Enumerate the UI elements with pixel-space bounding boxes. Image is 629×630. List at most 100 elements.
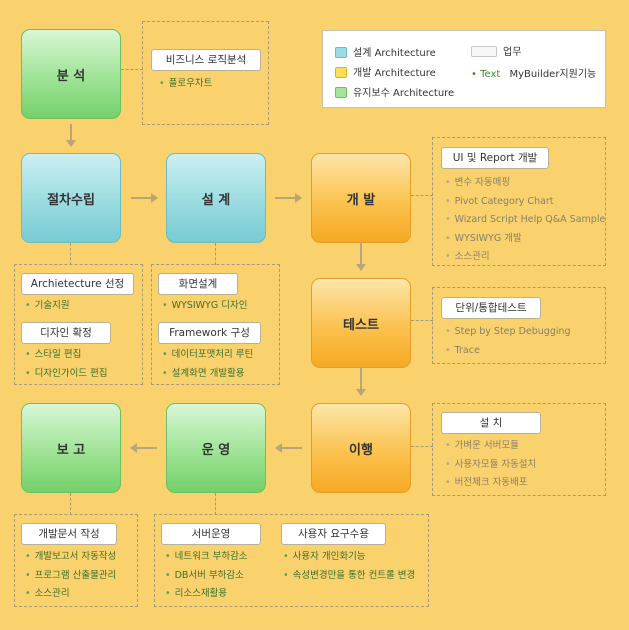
bullet-icon: • — [283, 551, 289, 562]
analysis-label: 분 석 — [56, 68, 86, 84]
report-panel: 개발문서 작성 •개발보고서 자동작성 •프로그램 산출물관리 •소스관리 — [14, 514, 138, 607]
item-text: 변수 자동매핑 — [454, 177, 511, 188]
design-box: 설 계 — [166, 153, 266, 243]
list-item: •속성변경만을 통한 컨트롤 변경 — [283, 567, 415, 586]
test-items: •Step by Step Debugging •Trace — [445, 323, 571, 360]
design-label: 설 계 — [201, 192, 231, 208]
legend-design: 설계 Architecture — [335, 44, 436, 59]
design-panel-title-1: 화면설계 — [158, 273, 238, 295]
legend-dev: 개발 Architecture — [335, 64, 436, 79]
design-connector — [215, 243, 216, 265]
bullet-icon: • — [165, 569, 171, 581]
report-panel-title: 개발문서 작성 — [21, 523, 117, 545]
develop-label: 개 발 — [346, 192, 376, 208]
list-item: •Pivot Category Chart — [445, 193, 605, 212]
test-panel: 단위/통합테스트 •Step by Step Debugging •Trace — [432, 287, 606, 364]
list-item: •Wizard Script Help Q&A Sample — [445, 211, 605, 230]
item-text: 설계화면 개발활용 — [171, 367, 245, 379]
bullet-icon: • — [25, 569, 31, 581]
bullet-icon: • — [445, 195, 451, 207]
item-text: 네트워크 부하감소 — [174, 551, 248, 562]
design-items-1: •WYSIWYG 디자인 — [162, 297, 247, 316]
legend-text-word: Text — [480, 69, 501, 80]
bullet-icon: • — [445, 477, 451, 488]
arrow-left-migration — [275, 443, 302, 453]
test-label: 테스트 — [343, 317, 379, 333]
migration-box: 이행 — [311, 403, 411, 493]
list-item: •Step by Step Debugging — [445, 323, 571, 342]
bullet-icon: • — [25, 349, 31, 360]
item-text: 데이터포맷처리 루틴 — [171, 349, 254, 360]
operation-panel-title-1: 서버운영 — [161, 523, 261, 545]
report-items: •개발보고서 자동작성 •프로그램 산출물관리 •소스관리 — [25, 548, 116, 604]
list-item: •변수 자동매핑 — [445, 174, 605, 193]
list-item: •DB서버 부하감소 — [165, 567, 248, 586]
design-panel-title-2: Framework 구성 — [158, 322, 261, 344]
develop-panel-title: UI 및 Report 개발 — [441, 147, 549, 169]
operation-items-1: •네트워크 부하감소 •DB서버 부하감소 •리소스재활용 — [165, 548, 248, 604]
list-item: •리소스재활용 — [165, 585, 248, 604]
operation-connector — [215, 493, 216, 515]
legend-mybuilder: • Text MyBuilder지원기능 — [471, 65, 596, 80]
list-item: •사용자 개인화기능 — [283, 548, 415, 567]
dev-swatch — [335, 67, 347, 78]
list-item: •사용자모듈 자동설치 — [445, 456, 536, 475]
procedure-panel-title-2: 디자인 확정 — [21, 322, 111, 344]
analysis-panel-title: 비즈니스 로직분석 — [151, 49, 261, 71]
analysis-panel: 비즈니스 로직분석 •플로우차트 — [142, 21, 269, 125]
test-box: 테스트 — [311, 278, 411, 368]
legend-maint: 유지보수 Architecture — [335, 84, 454, 99]
legend: 설계 Architecture 개발 Architecture 유지보수 Arc… — [322, 30, 606, 108]
list-item: •WYSIWYG 개발 — [445, 230, 605, 249]
legend-task: 업무 — [471, 43, 521, 58]
item-text: 플로우차트 — [168, 78, 213, 89]
bullet-icon: • — [445, 326, 451, 337]
design-panel: 화면설계 •WYSIWYG 디자인 Framework 구성 •데이터포맷처리 … — [151, 264, 280, 385]
item-text: 사용자모듈 자동설치 — [454, 458, 537, 470]
item-text: 스타일 편집 — [34, 349, 82, 360]
arrow-left-operation — [130, 443, 157, 453]
legend-text-sample: • Text — [471, 69, 500, 80]
item-text: Step by Step Debugging — [454, 326, 571, 337]
report-connector — [70, 493, 71, 515]
develop-connector — [411, 195, 433, 196]
bullet-icon: • — [445, 251, 451, 262]
bullet-icon: • — [445, 214, 451, 225]
item-text: DB서버 부하감소 — [174, 569, 244, 581]
bullet-icon: • — [445, 440, 451, 451]
bullet-icon: • — [162, 349, 168, 360]
analysis-box: 분 석 — [21, 29, 121, 119]
legend-task-label: 업무 — [503, 47, 522, 58]
operation-panel: 서버운영 •네트워크 부하감소 •DB서버 부하감소 •리소스재활용 사용자 요… — [154, 514, 429, 607]
list-item: •네트워크 부하감소 — [165, 548, 248, 567]
procedure-panel-title-1: Archietecture 선정 — [21, 273, 134, 295]
legend-bullet: • — [471, 69, 477, 80]
arrow-right-design — [275, 193, 302, 203]
list-item: •Trace — [445, 342, 571, 361]
procedure-label: 절차수립 — [47, 192, 95, 208]
design-items-2: •데이터포맷처리 루틴 •설계화면 개발활용 — [162, 346, 253, 383]
migration-items: •가벼운 서버모듈 •사용자모듈 자동설치 •버전체크 자동배포 — [445, 437, 536, 493]
design-swatch — [335, 47, 347, 58]
list-item: •데이터포맷처리 루틴 — [162, 346, 253, 365]
item-text: 리소스재활용 — [174, 588, 228, 599]
operation-panel-title-2: 사용자 요구수용 — [281, 523, 386, 545]
test-connector — [411, 320, 433, 321]
procedure-items-1: •기술지원 — [25, 297, 70, 316]
item-text: Pivot Category Chart — [454, 195, 554, 207]
legend-maint-label: 유지보수 Architecture — [353, 88, 455, 99]
bullet-icon: • — [165, 588, 171, 599]
operation-box: 운 영 — [166, 403, 266, 493]
item-text: WYSIWYG 개발 — [454, 232, 522, 244]
list-item: •WYSIWYG 디자인 — [162, 297, 247, 316]
item-text: 속성변경만을 통한 컨트롤 변경 — [292, 569, 416, 581]
bullet-icon: • — [25, 588, 31, 599]
bullet-icon: • — [445, 232, 451, 244]
report-box: 보 고 — [21, 403, 121, 493]
migration-label: 이행 — [349, 442, 373, 458]
list-item: •프로그램 산출물관리 — [25, 567, 116, 586]
list-item: •소스관리 — [25, 585, 116, 604]
item-text: WYSIWYG 디자인 — [171, 300, 248, 311]
bullet-icon: • — [162, 300, 168, 311]
arrow-right-procedure — [131, 193, 158, 203]
